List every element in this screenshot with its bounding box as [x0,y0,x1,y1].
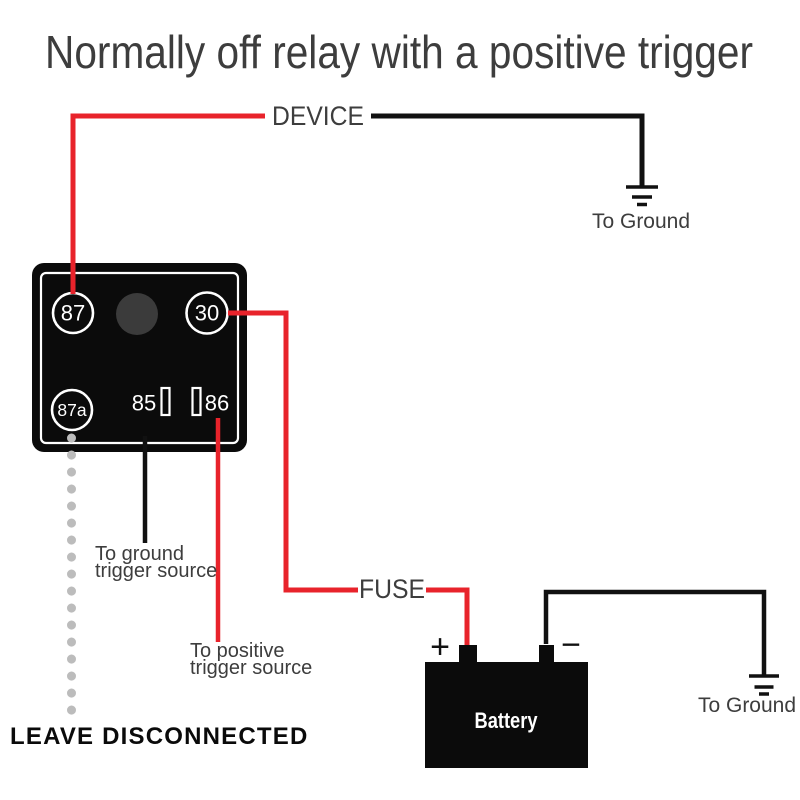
wire-30-to-fuse [228,310,358,593]
battery-label: Battery [475,708,539,733]
ground-trigger-label: To ground trigger source [95,543,217,582]
terminal-30-circle [185,291,229,335]
positive-trigger-line2: trigger source [190,657,312,679]
diagram-title: Normally off relay with a positive trigg… [45,26,753,78]
terminal-87-label: 87 [61,301,85,326]
battery: Battery + − [425,626,588,768]
fuse-label: FUSE [359,574,425,604]
ground-icon-top [626,185,658,207]
ground-trigger-line2: trigger source [95,560,217,582]
to-ground-top-label: To Ground [592,210,690,233]
battery-minus-post [539,645,554,663]
terminal-30-label: 30 [195,301,219,326]
leave-disconnected-label: LEAVE DISCONNECTED [10,723,309,750]
ground-trigger-line1: To ground [95,543,184,565]
to-ground-bottom-label: To Ground [698,694,796,717]
wire-battery-minus-to-ground [543,589,767,676]
ground-icon-bottom [749,674,779,696]
wire-87-to-device [70,113,265,294]
battery-plus-post [459,645,477,663]
battery-plus-sign: + [430,628,450,666]
battery-minus-sign: − [561,626,581,664]
positive-trigger-label: To positive trigger source [190,640,312,679]
relay-inner-border [39,271,240,445]
terminal-86-label: 86 [205,391,229,416]
positive-trigger-line1: To positive [190,640,285,662]
device-label: DEVICE [272,101,364,131]
terminal-87a-circle [50,388,94,432]
terminal-85-pin [160,386,171,417]
terminal-86-pin [191,386,202,417]
terminal-85-label: 85 [132,391,156,416]
relay: 87 30 87a 85 86 [32,263,247,452]
terminal-87a-label: 87a [57,400,86,420]
relay-body [32,263,247,452]
relay-mount-hole [116,293,158,335]
battery-body [425,662,588,768]
wire-device-to-ground [371,113,645,187]
wire-fuse-to-battery-plus [426,587,470,646]
